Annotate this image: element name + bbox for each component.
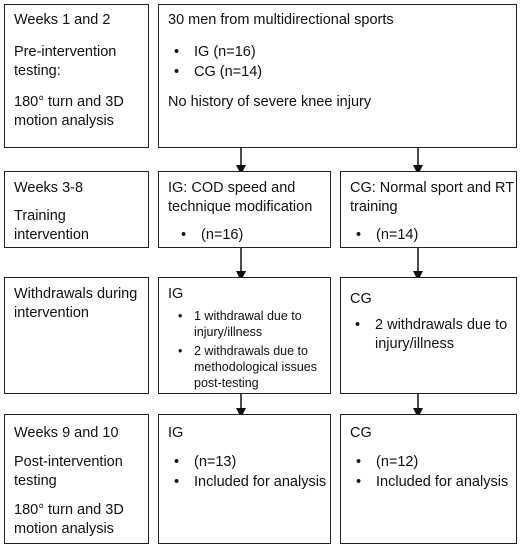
ig-withdrawal-item1-line2: injury/illness — [194, 325, 263, 339]
enrollment-note: No history of severe knee injury — [168, 94, 372, 110]
phase1-label-line4: 180° turn and 3D — [14, 94, 124, 110]
phase1-label-line2: Pre-intervention — [14, 44, 117, 60]
ig-withdrawal-item2-line1: 2 withdrawals due to — [178, 343, 308, 359]
phase3-label-box: Withdrawals during intervention — [4, 277, 149, 394]
enrollment-box: 30 men from multidirectional sports IG (… — [158, 4, 517, 148]
phase2-label-line1: Weeks 3-8 — [14, 180, 84, 196]
ig-withdrawals-box: IG 1 withdrawal due to injury/illness 2 … — [158, 277, 331, 394]
ig-training-n: (n=16) — [181, 226, 243, 245]
phase1-label-line5: motion analysis — [14, 113, 114, 129]
phase1-label-line1: Weeks 1 and 2 — [14, 12, 111, 28]
ig-withdrawal-item2-line3: post-testing — [194, 376, 259, 390]
ig-analysis-included: Included for analysis — [174, 473, 326, 492]
phase3-label-line1: Withdrawals during — [14, 286, 138, 302]
cg-withdrawal-item1-line2: injury/illness — [375, 336, 454, 352]
enrollment-item-ig: IG (n=16) — [174, 43, 256, 62]
enrollment-title: 30 men from multidirectional sports — [168, 12, 394, 28]
ig-training-box: IG: COD speed and technique modification… — [158, 171, 331, 248]
cg-analysis-title: CG — [350, 425, 372, 441]
cg-withdrawal-item1-line1: 2 withdrawals due to — [355, 316, 507, 335]
cg-analysis-n: (n=12) — [356, 453, 418, 472]
phase4-label-line3: testing — [14, 473, 57, 489]
phase4-label-line1: Weeks 9 and 10 — [14, 425, 119, 441]
phase1-label-line3: testing: — [14, 63, 61, 79]
phase3-label-line2: intervention — [14, 305, 89, 321]
cg-analysis-box: CG (n=12) Included for analysis — [340, 414, 517, 544]
phase4-label-line4: 180° turn and 3D — [14, 502, 124, 518]
cg-withdrawals-title: CG — [350, 291, 372, 307]
cg-analysis-included: Included for analysis — [356, 473, 508, 492]
phase4-label-box: Weeks 9 and 10 Post-intervention testing… — [4, 414, 149, 544]
phase2-label-line2: Training — [14, 208, 66, 224]
ig-analysis-box: IG (n=13) Included for analysis — [158, 414, 331, 544]
phase1-label-box: Weeks 1 and 2 Pre-intervention testing: … — [4, 4, 149, 148]
phase2-label-box: Weeks 3-8 Training intervention — [4, 171, 149, 248]
cg-training-box: CG: Normal sport and RT training (n=14) — [340, 171, 517, 248]
ig-training-title-line2: technique modification — [168, 199, 313, 215]
cg-training-title-line1: CG: Normal sport and RT — [350, 180, 515, 196]
cg-withdrawals-box: CG 2 withdrawals due to injury/illness — [340, 277, 517, 394]
ig-withdrawal-item2-line2: methodological issues — [194, 360, 317, 374]
ig-analysis-title: IG — [168, 425, 184, 441]
enrollment-item-cg: CG (n=14) — [174, 63, 262, 82]
phase4-label-line5: motion analysis — [14, 521, 114, 537]
phase2-label-line3: intervention — [14, 227, 89, 243]
phase4-label-line2: Post-intervention — [14, 454, 123, 470]
ig-analysis-n: (n=13) — [174, 453, 236, 472]
ig-training-title-line1: IG: COD speed and — [168, 180, 296, 196]
ig-withdrawal-item1-line1: 1 withdrawal due to — [178, 308, 302, 324]
ig-withdrawals-title: IG — [168, 286, 184, 302]
cg-training-title-line2: training — [350, 199, 398, 215]
cg-training-n: (n=14) — [356, 226, 418, 245]
